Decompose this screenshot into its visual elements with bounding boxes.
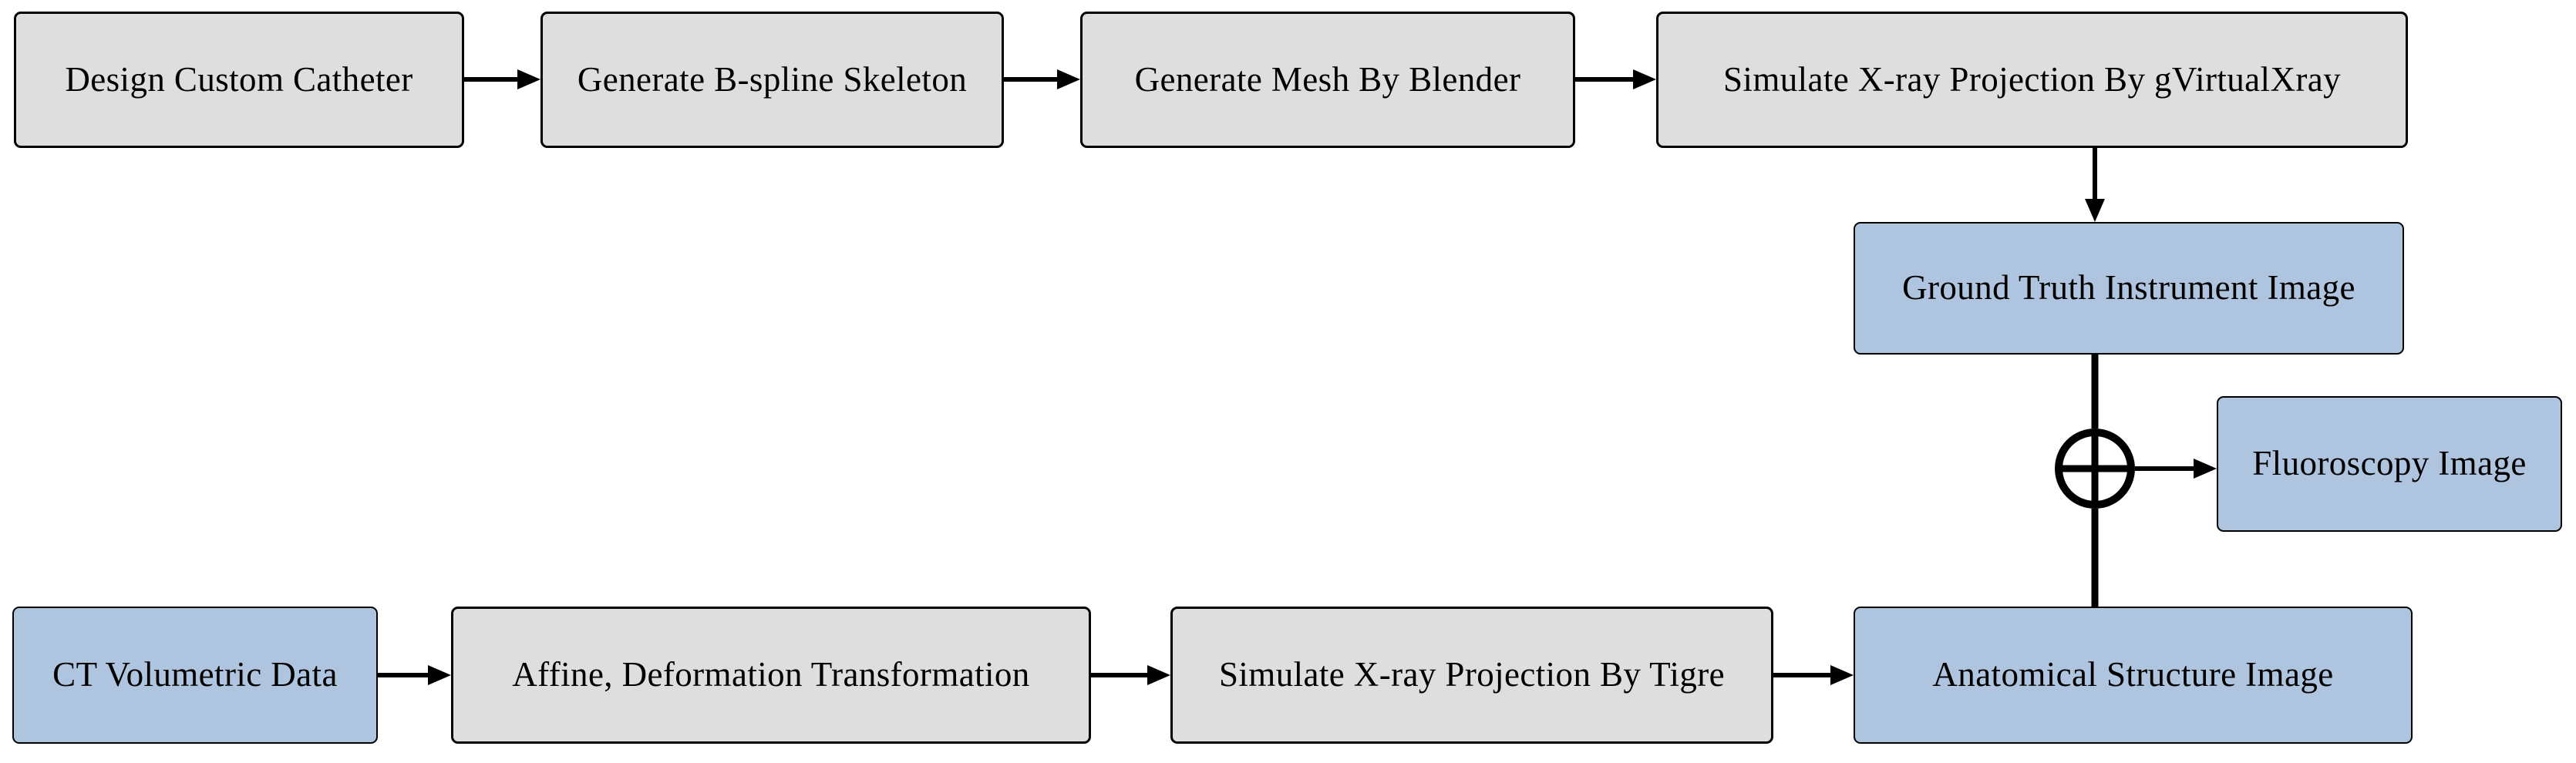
edge-e6-arrow [2076,490,2113,625]
node-label: Generate Mesh By Blender [1134,59,1521,99]
node-simulate-xray-projection-by-tigre[interactable]: Simulate X-ray Projection By Tigre [1170,607,1773,744]
node-ct-volumetric-data[interactable]: CT Volumetric Data [12,607,378,744]
node-design-custom-catheter[interactable]: Design Custom Catheter [14,12,464,148]
edge-e2-arrow [985,61,1099,98]
edge-e5-arrow [2076,336,2113,447]
node-label: Affine, Deformation Transformation [512,655,1030,694]
node-anatomical-structure-image[interactable]: Anatomical Structure Image [1854,607,2413,744]
node-label: Simulate X-ray Projection By gVirtualXra… [1722,59,2342,99]
node-label: Design Custom Catheter [65,59,413,99]
node-generate-b-spline-skeleton[interactable]: Generate B-spline Skeleton [540,12,1004,148]
node-generate-mesh-by-blender[interactable]: Generate Mesh By Blender [1080,12,1575,148]
node-label: Ground Truth Instrument Image [1902,268,2355,308]
edge-e9-arrow [1072,657,1189,694]
node-affine-deformation-transformation[interactable]: Affine, Deformation Transformation [451,607,1091,744]
node-label: Fluoroscopy Image [2252,444,2527,483]
edge-e3-arrow [1557,61,1675,98]
edge-e7-arrow [2116,450,2235,487]
edge-e8-arrow [359,657,470,694]
node-label: Anatomical Structure Image [1932,655,2334,694]
edge-e10-arrow [1755,657,1872,694]
node-ground-truth-instrument-image[interactable]: Ground Truth Instrument Image [1854,222,2404,355]
node-label: CT Volumetric Data [52,655,338,694]
node-fluoroscopy-image[interactable]: Fluoroscopy Image [2217,396,2562,532]
edge-e1-arrow [446,61,559,98]
node-simulate-xray-projection-by-gvirtualxray[interactable]: Simulate X-ray Projection By gVirtualXra… [1656,12,2408,148]
sum-junction-oplus-icon [2042,416,2147,525]
node-label: Generate B-spline Skeleton [577,59,968,99]
node-label: Simulate X-ray Projection By Tigre [1218,655,1726,694]
edge-e4-arrow [2076,129,2113,240]
